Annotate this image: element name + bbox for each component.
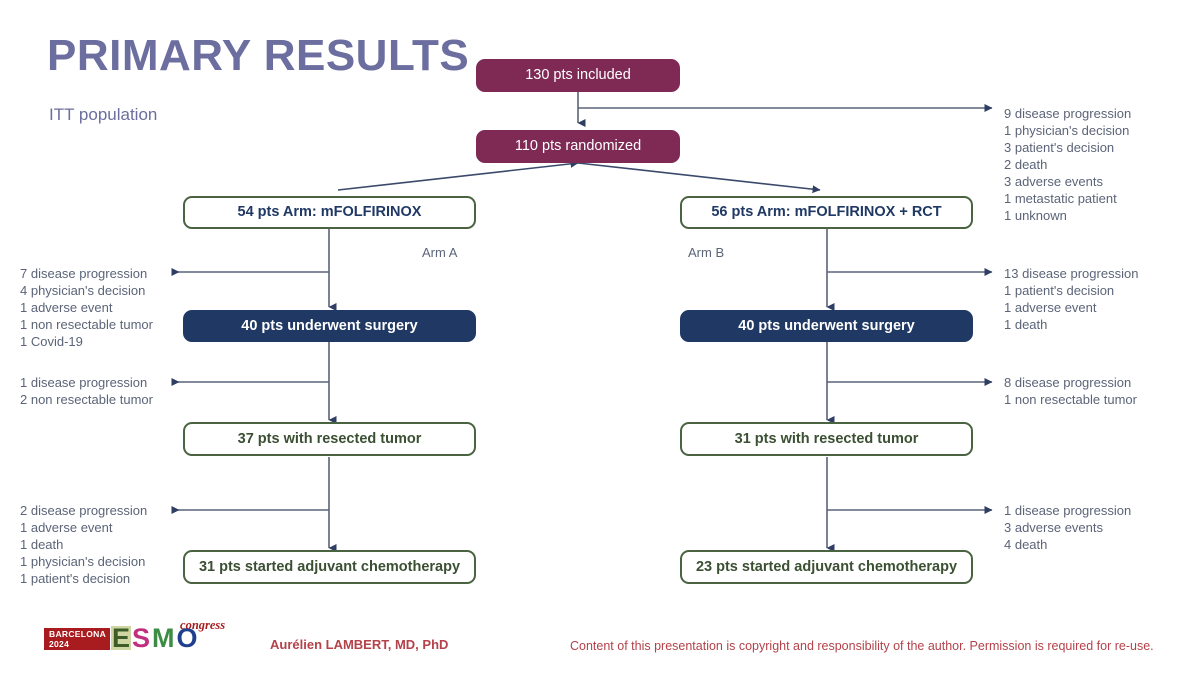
node-arm-b-surgery[interactable]: 40 pts underwent surgery	[680, 310, 973, 342]
dropout-line: 3 patient's decision	[1004, 140, 1115, 155]
node-arm-a-resected[interactable]: 37 pts with resected tumor	[183, 422, 476, 456]
dropout-line: 1 metastatic patient	[1004, 191, 1117, 206]
dropout-line: 1 Covid-19	[20, 334, 83, 349]
dropout-line: 8 disease progression	[1004, 375, 1132, 390]
badge-year: 2024	[49, 639, 70, 649]
dropouts-arm-a-before-surgery: 7 disease progression 4 physician's decis…	[20, 265, 153, 350]
copyright-notice: Content of this presentation is copyrigh…	[570, 639, 1154, 653]
dropout-line: 1 death	[1004, 317, 1048, 332]
node-arm-b-resected[interactable]: 31 pts with resected tumor	[680, 422, 973, 456]
dropout-line: 1 adverse event	[20, 520, 113, 535]
badge-city: BARCELONA	[49, 629, 107, 639]
dropout-line: 2 disease progression	[20, 503, 148, 518]
node-pts-included[interactable]: 130 pts included	[476, 59, 680, 92]
esmo-letter-e: E	[111, 623, 132, 653]
dropout-line: 3 adverse events	[1004, 520, 1104, 535]
dropout-line: 1 patient's decision	[20, 571, 131, 586]
node-arm-a[interactable]: 54 pts Arm: mFOLFIRINOX	[183, 196, 476, 229]
dropouts-arm-a-before-resection: 1 disease progression 2 non resectable tu…	[20, 374, 153, 408]
esmo-letter-o: O	[175, 623, 199, 653]
dropout-line: 1 death	[20, 537, 64, 552]
dropout-line: 1 physician's decision	[20, 554, 146, 569]
esmo-congress-logo: BARCELONA 2024 E S M O congress	[44, 618, 225, 653]
dropout-line: 4 death	[1004, 537, 1048, 552]
page-title: PRIMARY RESULTS	[47, 31, 470, 80]
dropout-line: 2 death	[1004, 157, 1048, 172]
dropout-line: 13 disease progression	[1004, 266, 1139, 281]
dropout-line: 2 non resectable tumor	[20, 392, 153, 407]
node-pts-randomized[interactable]: 110 pts randomized	[476, 130, 680, 163]
dropouts-arm-b-before-surgery: 13 disease progression 1 patient's decisi…	[1004, 265, 1138, 333]
dropout-line: 4 physician's decision	[20, 283, 146, 298]
dropout-line: 1 non resectable tumor	[20, 317, 153, 332]
dropout-line: 1 disease progression	[1004, 503, 1132, 518]
esmo-letter-s: S	[131, 623, 152, 653]
dropout-line: 1 patient's decision	[1004, 283, 1115, 298]
dropout-line: 1 disease progression	[20, 375, 148, 390]
dropout-line: 1 adverse event	[1004, 300, 1097, 315]
esmo-letter-m: M	[151, 623, 176, 653]
dropout-line: 9 disease progression	[1004, 106, 1132, 121]
dropout-line: 1 adverse event	[20, 300, 113, 315]
dropouts-pre-randomization: 9 disease progression 1 physician's decis…	[1004, 105, 1131, 224]
node-arm-a-adjuvant[interactable]: 31 pts started adjuvant chemotherapy	[183, 550, 476, 584]
dropout-line: 7 disease progression	[20, 266, 148, 281]
dropouts-arm-b-before-adjuvant: 1 disease progression 3 adverse events 4 d…	[1004, 502, 1131, 553]
dropout-line: 1 unknown	[1004, 208, 1067, 223]
esmo-wordmark: E S M O congress	[111, 618, 225, 653]
node-arm-b-adjuvant[interactable]: 23 pts started adjuvant chemotherapy	[680, 550, 973, 584]
node-arm-b[interactable]: 56 pts Arm: mFOLFIRINOX + RCT	[680, 196, 973, 229]
dropouts-arm-a-before-adjuvant: 2 disease progression 1 adverse event 1 de…	[20, 502, 147, 587]
dropout-line: 3 adverse events	[1004, 174, 1104, 189]
node-arm-a-surgery[interactable]: 40 pts underwent surgery	[183, 310, 476, 342]
arm-b-label: Arm B	[688, 245, 725, 260]
arm-a-label: Arm A	[422, 245, 458, 260]
page-subtitle: ITT population	[49, 105, 158, 124]
author-name: Aurélien LAMBERT, MD, PhD	[270, 637, 449, 652]
dropouts-arm-b-before-resection: 8 disease progression 1 non resectable tu…	[1004, 374, 1137, 408]
dropout-line: 1 physician's decision	[1004, 123, 1130, 138]
dropout-line: 1 non resectable tumor	[1004, 392, 1137, 407]
barcelona-2024-badge: BARCELONA 2024	[44, 628, 111, 650]
esmo-congress-word: congress	[180, 618, 226, 632]
